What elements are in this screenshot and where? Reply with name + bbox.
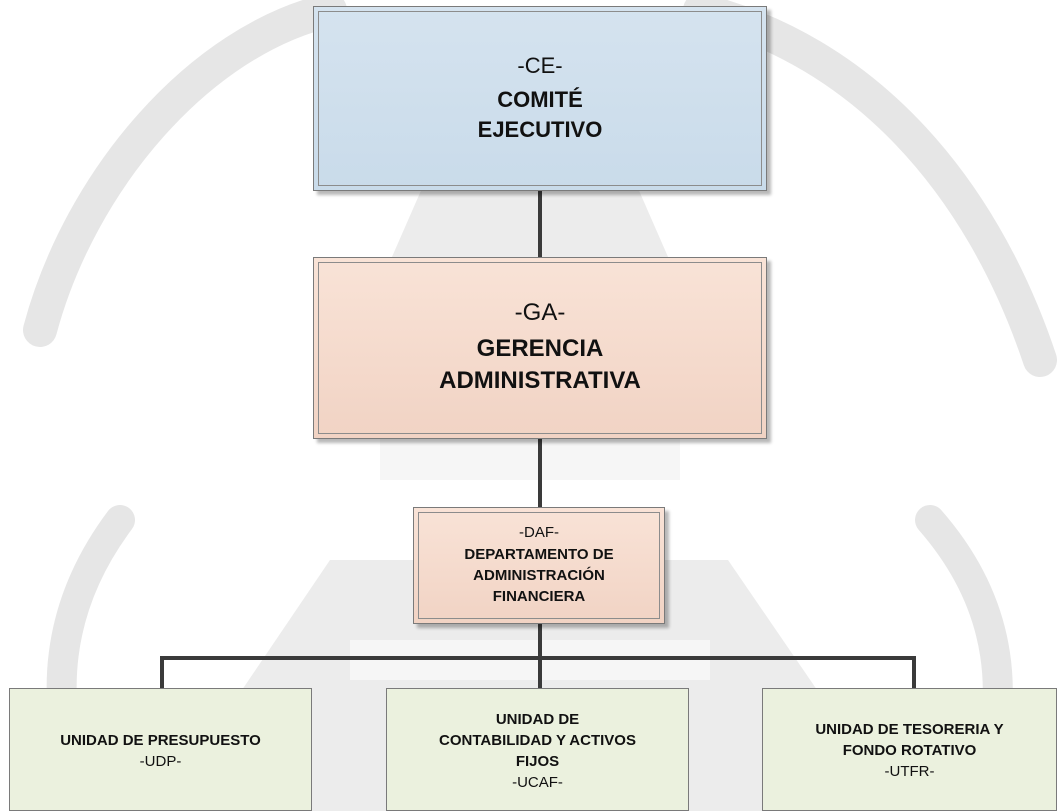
finance-department-name-line2: ADMINISTRACIÓN — [473, 567, 605, 584]
accounting-unit-name-line1: UNIDAD DE — [495, 710, 580, 728]
accounting-unit-name-line2: CONTABILIDAD Y ACTIVOS — [439, 731, 636, 749]
treasury-unit-box: UNIDAD DE TESORERIA Y FONDO ROTATIVO -UT… — [762, 688, 1057, 811]
treasury-unit-name-line1: UNIDAD DE TESORERIA Y — [815, 721, 1004, 738]
committee-name-line2: EJECUTIVO — [477, 116, 603, 142]
finance-department-box: -DAF- DEPARTAMENTO DE ADMINISTRACIÓN FIN… — [413, 507, 665, 624]
management-code: -GA- — [514, 299, 566, 326]
committee-box: -CE- COMITÉ EJECUTIVO — [313, 6, 767, 191]
management-name-line2: ADMINISTRATIVA — [439, 367, 641, 394]
management-name-line1: GERENCIA — [476, 335, 604, 362]
accounting-unit-code: -UCAF- — [512, 773, 563, 791]
budget-unit-name: UNIDAD DE PRESUPUESTO — [60, 731, 261, 749]
finance-department-name-line1: DEPARTAMENTO DE — [464, 546, 614, 563]
budget-unit-box: UNIDAD DE PRESUPUESTO -UDP- — [9, 688, 312, 811]
treasury-unit-name-line2: FONDO ROTATIVO — [842, 742, 977, 759]
budget-unit-code: -UDP- — [139, 752, 182, 770]
committee-name-line1: COMITÉ — [497, 86, 583, 112]
management-box: -GA- GERENCIA ADMINISTRATIVA — [313, 257, 767, 439]
accounting-unit-name-line3: FIJOS — [515, 752, 560, 770]
finance-department-code: -DAF- — [519, 524, 559, 541]
finance-department-name-line3: FINANCIERA — [492, 588, 586, 605]
accounting-unit-box: UNIDAD DE CONTABILIDAD Y ACTIVOS FIJOS -… — [386, 688, 689, 811]
treasury-unit-code: -UTFR- — [884, 763, 935, 780]
committee-code: -CE- — [517, 52, 563, 78]
